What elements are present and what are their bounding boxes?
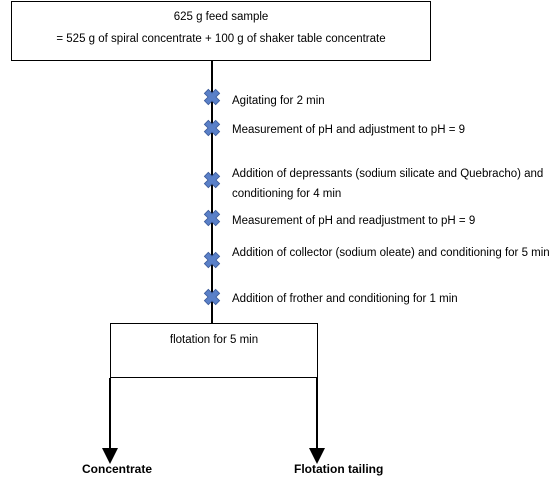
feed-sample-box	[11, 1, 431, 61]
step-1-label: Agitating for 2 min	[232, 95, 325, 107]
cross-marker-icon	[203, 288, 221, 306]
concentrate-label: Concentrate	[82, 462, 153, 476]
feed-sample-title: 625 g feed sample	[173, 11, 269, 23]
step-2-label: Measurement of pH and adjustment to pH =…	[232, 124, 466, 136]
flotation-tailing-label: Flotation tailing	[294, 462, 384, 476]
step-4-label: Measurement of pH and readjustment to pH…	[232, 215, 476, 227]
flotation-box	[110, 323, 318, 378]
cross-marker-icon	[203, 88, 221, 106]
step-3-label: Addition of depressants (sodium silicate…	[232, 168, 544, 200]
flotation-label: flotation for 5 min	[169, 334, 259, 346]
cross-marker-icon	[203, 119, 221, 137]
step-5-label: Addition of collector (sodium oleate) an…	[232, 247, 550, 259]
cross-marker-icon	[203, 251, 221, 269]
feed-sample-composition: = 525 g of spiral concentrate + 100 g of…	[56, 33, 386, 45]
step-6-label: Addition of frother and conditioning for…	[232, 293, 458, 305]
cross-marker-icon	[203, 171, 221, 189]
cross-marker-icon	[203, 209, 221, 227]
